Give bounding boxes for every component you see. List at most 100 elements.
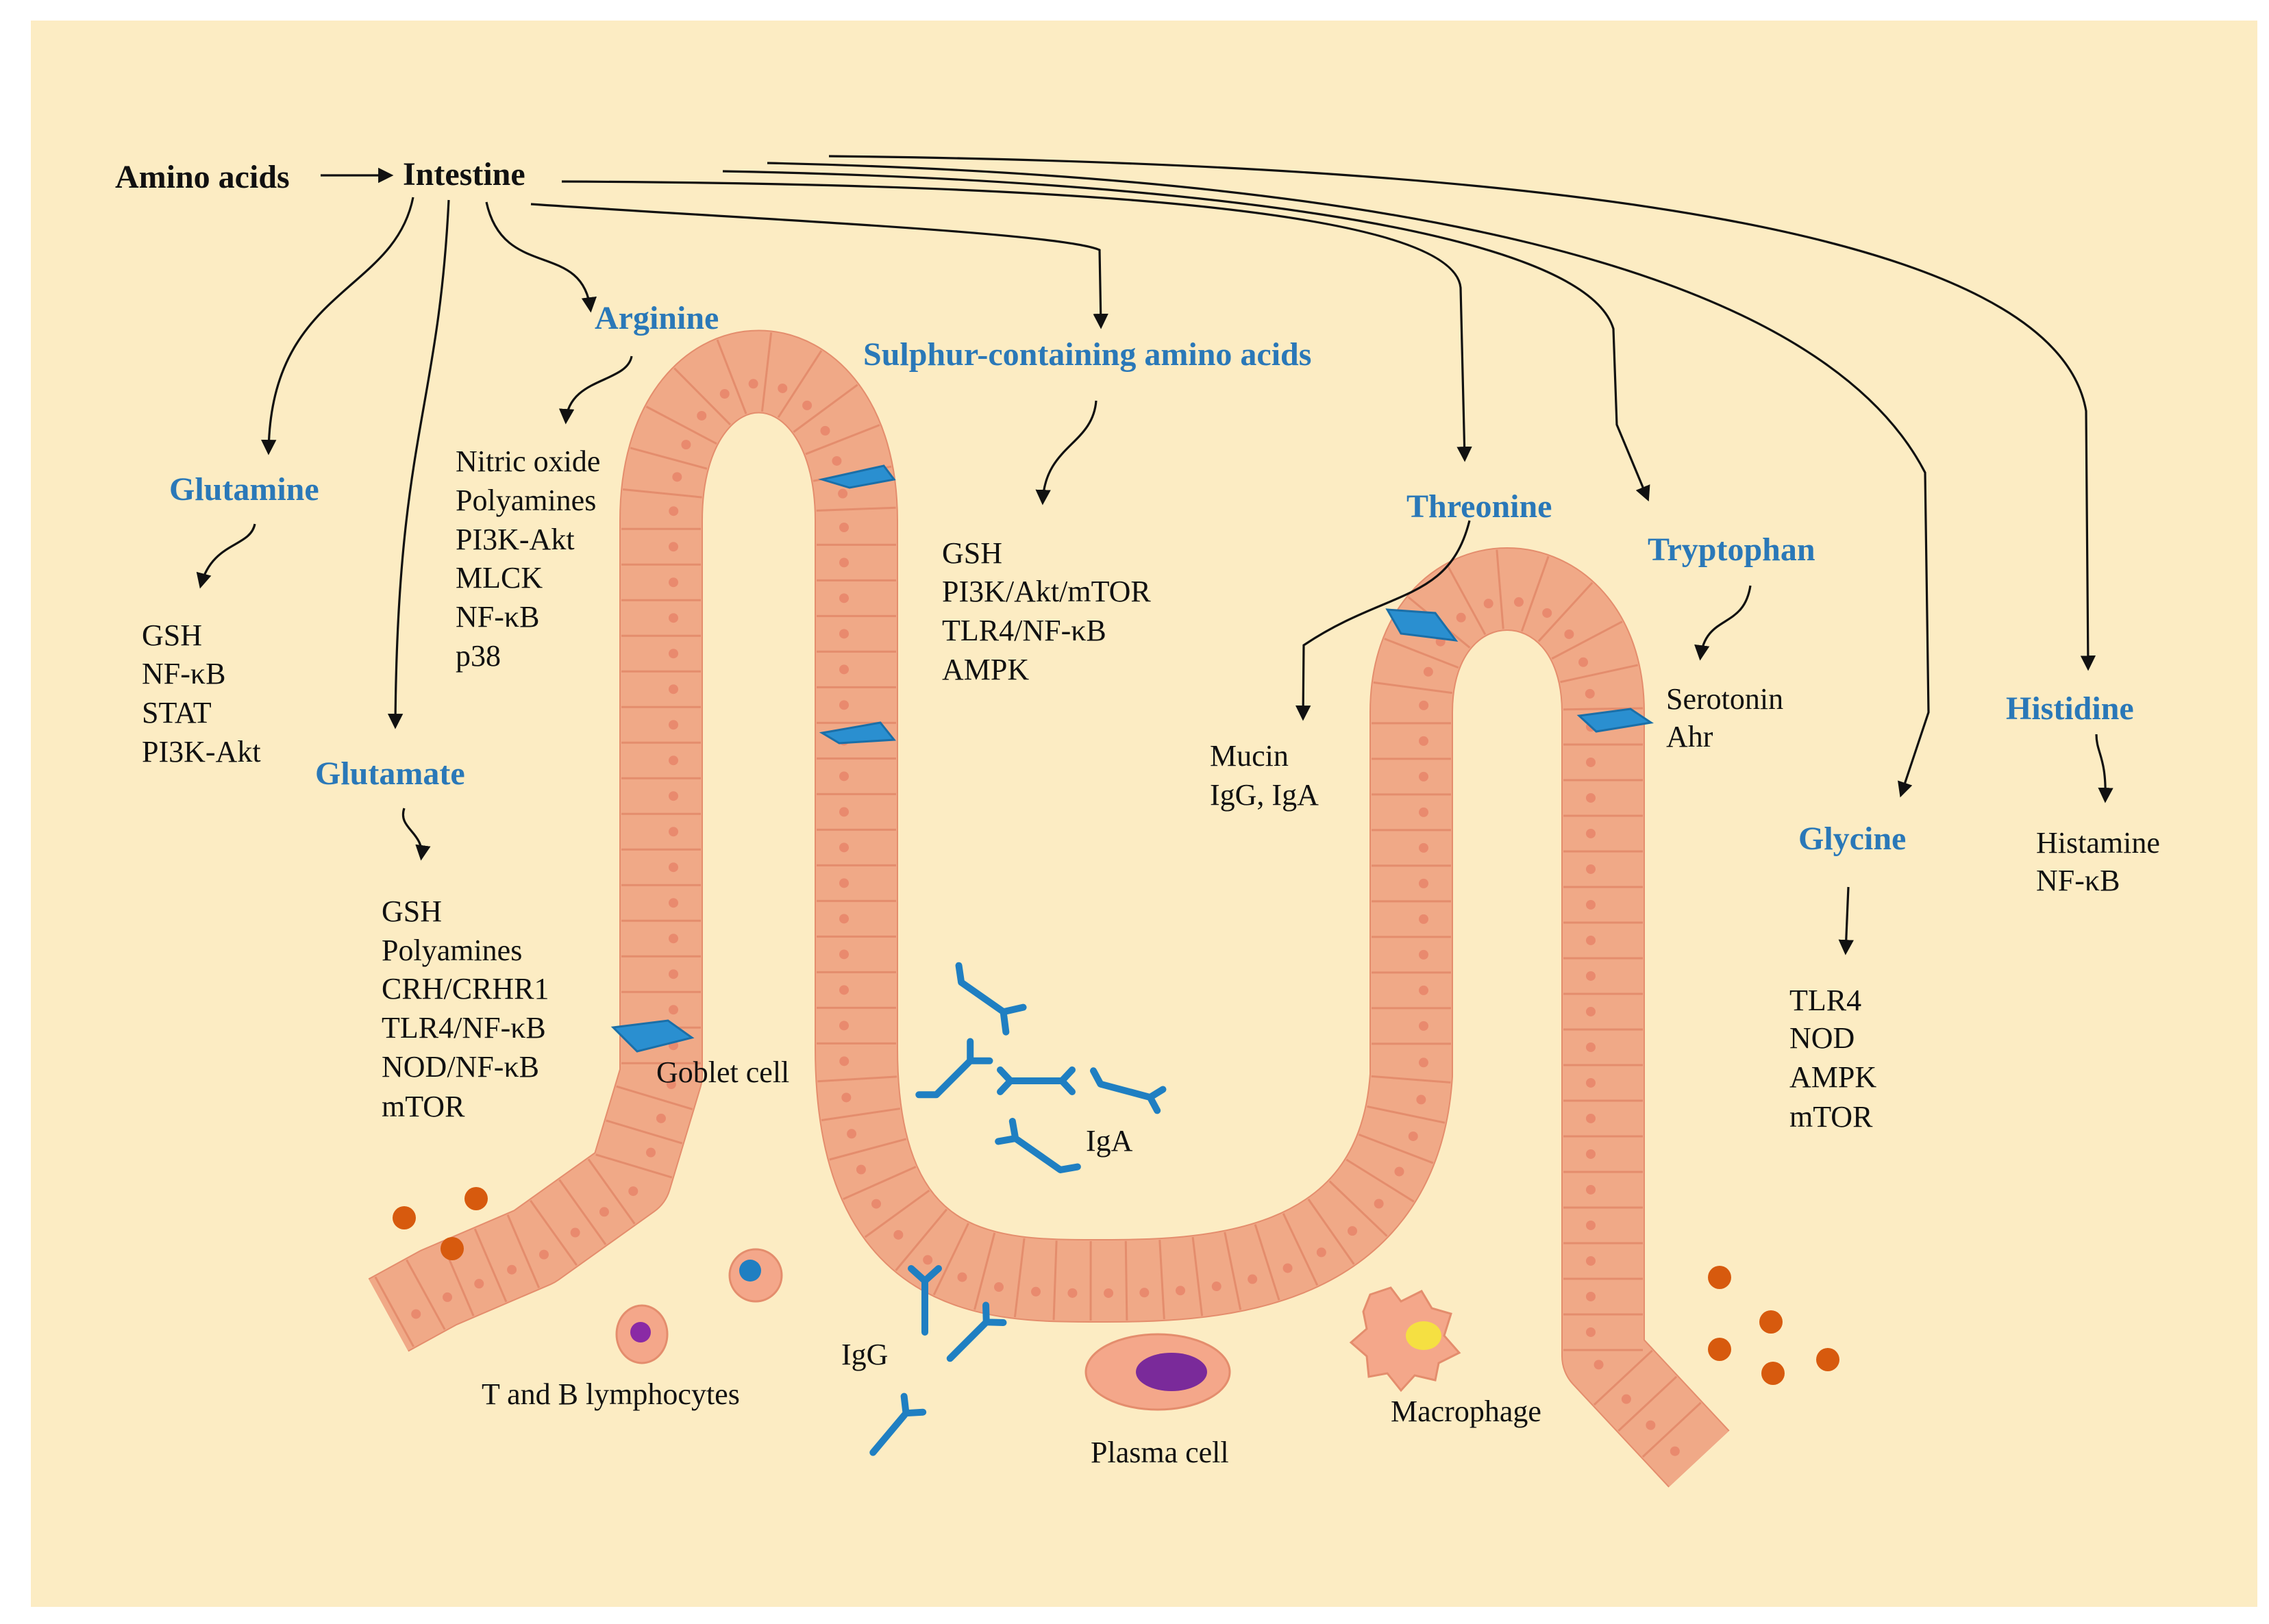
cell-nucleus: [1374, 1199, 1384, 1208]
cell-nucleus: [1419, 1021, 1428, 1031]
cell-nucleus: [669, 827, 678, 836]
cell-nucleus: [1419, 1058, 1428, 1067]
intestine-label: Intestine: [403, 156, 525, 192]
target-label: NF-κB: [456, 600, 539, 634]
cell-nucleus: [778, 384, 787, 393]
cell-nucleus: [839, 558, 849, 567]
cell-nucleus: [1456, 613, 1466, 623]
target-label: STAT: [142, 696, 212, 729]
target-label: Polyamines: [456, 484, 596, 517]
cell-nucleus: [1031, 1287, 1041, 1297]
cell-nucleus: [839, 1021, 849, 1030]
cell-nucleus: [669, 1005, 678, 1014]
cell-nucleus: [1586, 864, 1596, 874]
cell-nucleus: [1514, 597, 1524, 607]
cell-nucleus: [1586, 758, 1596, 767]
cell-nucleus: [1419, 914, 1428, 924]
cell-nucleus: [1394, 1166, 1404, 1176]
cell-nucleus: [1578, 658, 1588, 667]
cell-nucleus: [893, 1230, 903, 1240]
cell-nucleus: [838, 489, 847, 499]
target-label: NOD/NF-κB: [382, 1050, 539, 1084]
cell-nucleus: [1586, 829, 1596, 838]
cell-nucleus: [1348, 1226, 1357, 1236]
target-label: MLCK: [456, 561, 543, 595]
target-label: PI3K-Akt: [142, 735, 261, 769]
plasma-cell-label: Plasma cell: [1091, 1436, 1229, 1469]
cell-nucleus: [839, 629, 849, 638]
target-label: GSH: [382, 895, 442, 928]
cell-nucleus: [669, 934, 678, 943]
source-label: Amino acids: [115, 159, 290, 195]
cell-nucleus: [1594, 1360, 1604, 1369]
target-label: GSH: [942, 536, 1002, 570]
cell-nucleus: [646, 1148, 656, 1158]
cell-nucleus: [1586, 1007, 1596, 1016]
cell-nucleus: [839, 985, 849, 995]
cell-nucleus: [1586, 1149, 1596, 1159]
cell-nucleus: [507, 1265, 517, 1275]
cell-nucleus: [1586, 971, 1596, 981]
cell-nucleus: [669, 862, 678, 872]
cell-nucleus: [839, 878, 849, 888]
cell-nucleus: [1586, 900, 1596, 910]
cell-nucleus: [871, 1199, 881, 1209]
target-label: TLR4/NF-κB: [382, 1011, 546, 1045]
cell-nucleus: [669, 684, 678, 694]
cell-nucleus: [669, 791, 678, 801]
cell-nucleus: [669, 969, 678, 979]
glutamate-title: Glutamate: [315, 755, 465, 792]
target-label: Mucin: [1210, 739, 1289, 773]
cell-nucleus: [749, 379, 758, 388]
cell-nucleus: [628, 1186, 638, 1196]
cell-nucleus: [672, 472, 682, 482]
cell-nucleus: [1317, 1247, 1326, 1257]
cell-nucleus: [839, 664, 849, 674]
sulphur-title: Sulphur-containing amino acids: [863, 336, 1311, 373]
cell-nucleus: [1586, 1221, 1596, 1230]
glutamine-title: Glutamine: [169, 471, 319, 508]
cell-nucleus: [1139, 1288, 1149, 1297]
cell-nucleus: [1586, 1042, 1596, 1052]
goblet-cell-label: Goblet cell: [656, 1055, 789, 1089]
cell-nucleus: [1409, 1132, 1418, 1141]
particle-dot: [1761, 1362, 1785, 1385]
cell-nucleus: [681, 440, 691, 449]
particle-dot: [464, 1187, 488, 1210]
cell-nucleus: [841, 1092, 851, 1102]
cell-nucleus: [847, 1129, 856, 1138]
cell-nucleus: [839, 1056, 849, 1066]
macrophage-label: Macrophage: [1391, 1395, 1541, 1428]
target-label: Histamine: [2036, 826, 2160, 860]
cell-nucleus: [957, 1273, 967, 1282]
cell-nucleus: [1419, 808, 1428, 817]
cell-nucleus: [1586, 1078, 1596, 1088]
igg-label: IgG: [841, 1338, 888, 1371]
cell-nucleus: [856, 1165, 866, 1175]
target-label: AMPK: [1789, 1060, 1876, 1094]
target-label: PI3K-Akt: [456, 523, 575, 556]
particle-dot: [1759, 1310, 1783, 1334]
particle-dot: [393, 1206, 416, 1229]
cell-nucleus: [669, 542, 678, 551]
cell-nucleus: [1419, 986, 1428, 995]
cell-divider: [1126, 1241, 1127, 1321]
lymphocytes-label: T and B lymphocytes: [482, 1377, 740, 1411]
cell-nucleus: [1585, 689, 1595, 699]
cell-nucleus: [411, 1309, 421, 1319]
cell-nucleus: [1104, 1288, 1113, 1298]
cell-nucleus: [697, 411, 706, 421]
target-label: PI3K/Akt/mTOR: [942, 575, 1151, 608]
cell-nucleus: [839, 949, 849, 959]
cell-nucleus: [656, 1114, 666, 1123]
cell-nucleus: [1419, 843, 1428, 853]
cell-nucleus: [669, 506, 678, 516]
target-label: TLR4: [1789, 984, 1861, 1017]
target-label: Polyamines: [382, 934, 522, 967]
target-label: p38: [456, 639, 501, 673]
cell-nucleus: [669, 649, 678, 658]
cell-nucleus: [1586, 1292, 1596, 1301]
plasma-cell-icon: [1086, 1334, 1230, 1410]
lymphocyte-icon: [730, 1249, 782, 1301]
